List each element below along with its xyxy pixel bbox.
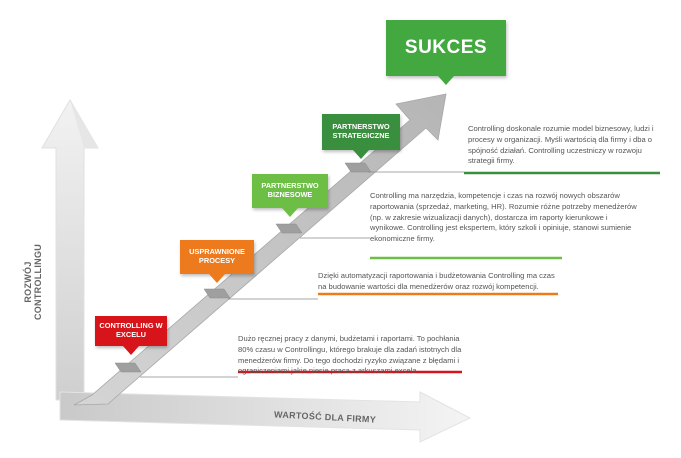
growth-ramp-arrow <box>73 93 447 406</box>
description-partnerstwo-strategiczne: Controlling doskonale rozumie model bizn… <box>468 124 654 166</box>
goal-box-sukces: SUKCES <box>386 20 506 85</box>
stage-callout-controlling-w-excelu: CONTROLLING W EXCELU <box>95 316 167 355</box>
leader-lines <box>140 171 464 378</box>
stage-callout-partnerstwo-strategiczne: PARTNERSTWO STRATEGICZNE <box>322 114 400 159</box>
y-axis-arrow <box>41 99 99 401</box>
stage-callout-partnerstwo-biznesowe: PARTNERSTWO BIZNESOWE <box>252 174 328 217</box>
description-usprawnione-procesy: Dzięki automatyzacji raportowania i budż… <box>318 271 555 291</box>
x-axis-arrow <box>59 391 472 443</box>
stage-callout-usprawnione-procesy: USPRAWNIONE PROCESY <box>180 240 254 283</box>
goal-label: SUKCES <box>404 37 488 59</box>
stage-label: PARTNERSTWO BIZNESOWE <box>261 181 319 199</box>
y-axis-label: ROZWÓJ CONTROLLINGU <box>23 243 43 321</box>
stage-label: PARTNERSTWO STRATEGICZNE <box>332 122 390 140</box>
description-partnerstwo-biznesowe: Controlling ma narzędzia, kompetencje i … <box>370 191 637 244</box>
stage-label: CONTROLLING W EXCELU <box>99 321 163 339</box>
description-underlines <box>238 171 660 374</box>
description-controlling-w-excelu: Dużo ręcznej pracy z danymi, budżetami i… <box>238 334 462 376</box>
stage-label: USPRAWNIONE PROCESY <box>189 247 245 265</box>
